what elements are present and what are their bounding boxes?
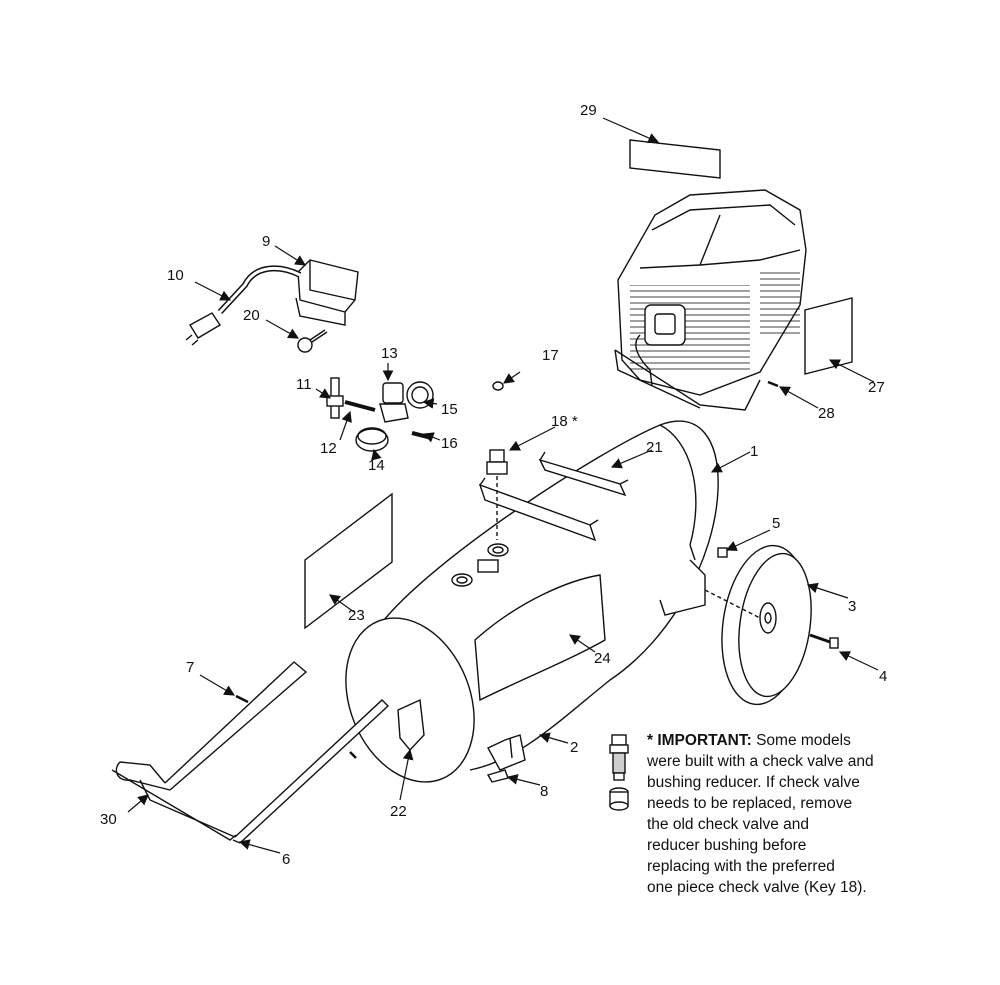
leader-lines bbox=[127, 117, 879, 854]
callout-1: 1 bbox=[750, 443, 758, 460]
callout-6: 6 bbox=[282, 851, 290, 868]
callout-24: 24 bbox=[594, 650, 611, 667]
important-note: * IMPORTANT: Some models were built with… bbox=[647, 730, 987, 898]
callout-4: 4 bbox=[879, 668, 887, 685]
decal-27 bbox=[804, 297, 853, 375]
decal-23 bbox=[304, 492, 393, 630]
callout-13: 13 bbox=[381, 345, 398, 362]
mount-bracket-21 bbox=[478, 451, 629, 542]
note-heading: * IMPORTANT: bbox=[647, 732, 752, 749]
screw-7 bbox=[235, 694, 249, 704]
callout-3: 3 bbox=[848, 598, 856, 615]
screw-near-tank bbox=[349, 751, 357, 759]
callout-16: 16 bbox=[441, 435, 458, 452]
callout-2: 2 bbox=[570, 739, 578, 756]
callout-27: 27 bbox=[868, 379, 885, 396]
decal-29 bbox=[629, 139, 721, 179]
callout-17: 17 bbox=[542, 347, 559, 364]
foot-2 bbox=[487, 734, 526, 771]
note-line-2: were built with a check valve and bbox=[647, 753, 874, 770]
callout-labels: 29 9 10 20 13 11 12 15 16 14 17 18 * 21 … bbox=[100, 102, 887, 868]
callout-30: 30 bbox=[100, 811, 117, 828]
callout-23: 23 bbox=[348, 607, 365, 624]
manifold-parts bbox=[326, 377, 504, 452]
wheel-3 bbox=[704, 544, 812, 706]
motor-shroud bbox=[614, 189, 807, 411]
callout-8: 8 bbox=[540, 783, 548, 800]
note-line-1: * IMPORTANT: Some models bbox=[647, 730, 987, 751]
axle-bolt-4 bbox=[809, 633, 839, 649]
callout-20: 20 bbox=[243, 307, 260, 324]
check-valve-18 bbox=[486, 449, 508, 540]
wheel-bracket bbox=[659, 544, 706, 616]
nut-5 bbox=[717, 547, 728, 558]
pad-8 bbox=[486, 769, 509, 783]
note-line-4: needs to be replaced, remove bbox=[647, 795, 853, 812]
note-first-line: Some models bbox=[751, 732, 851, 749]
callout-7: 7 bbox=[186, 659, 194, 676]
note-line-7: replacing with the preferred bbox=[647, 858, 835, 875]
callout-9: 9 bbox=[262, 233, 270, 250]
decal-22 bbox=[397, 698, 425, 752]
tank bbox=[345, 420, 719, 783]
callout-11: 11 bbox=[296, 376, 312, 393]
callout-5: 5 bbox=[772, 515, 780, 532]
callout-29: 29 bbox=[580, 102, 597, 119]
callout-22: 22 bbox=[390, 803, 407, 820]
note-line-8: one piece check valve (Key 18). bbox=[647, 879, 867, 896]
note-line-5: the old check valve and bbox=[647, 816, 809, 833]
note-illustration bbox=[609, 734, 629, 811]
screw-28 bbox=[767, 380, 779, 388]
callout-18: 18 * bbox=[551, 413, 578, 430]
callout-21: 21 bbox=[646, 439, 663, 456]
fitting-20 bbox=[297, 329, 328, 353]
callout-14: 14 bbox=[368, 457, 385, 474]
callout-12: 12 bbox=[320, 440, 337, 457]
note-line-3: bushing reducer. If check valve bbox=[647, 774, 860, 791]
pressure-switch-9 bbox=[295, 259, 359, 326]
power-cord-10 bbox=[185, 265, 302, 346]
callout-10: 10 bbox=[167, 267, 184, 284]
callout-28: 28 bbox=[818, 405, 835, 422]
callout-15: 15 bbox=[441, 401, 458, 418]
handle-6 bbox=[111, 661, 390, 844]
note-line-6: reducer bushing before bbox=[647, 837, 807, 854]
